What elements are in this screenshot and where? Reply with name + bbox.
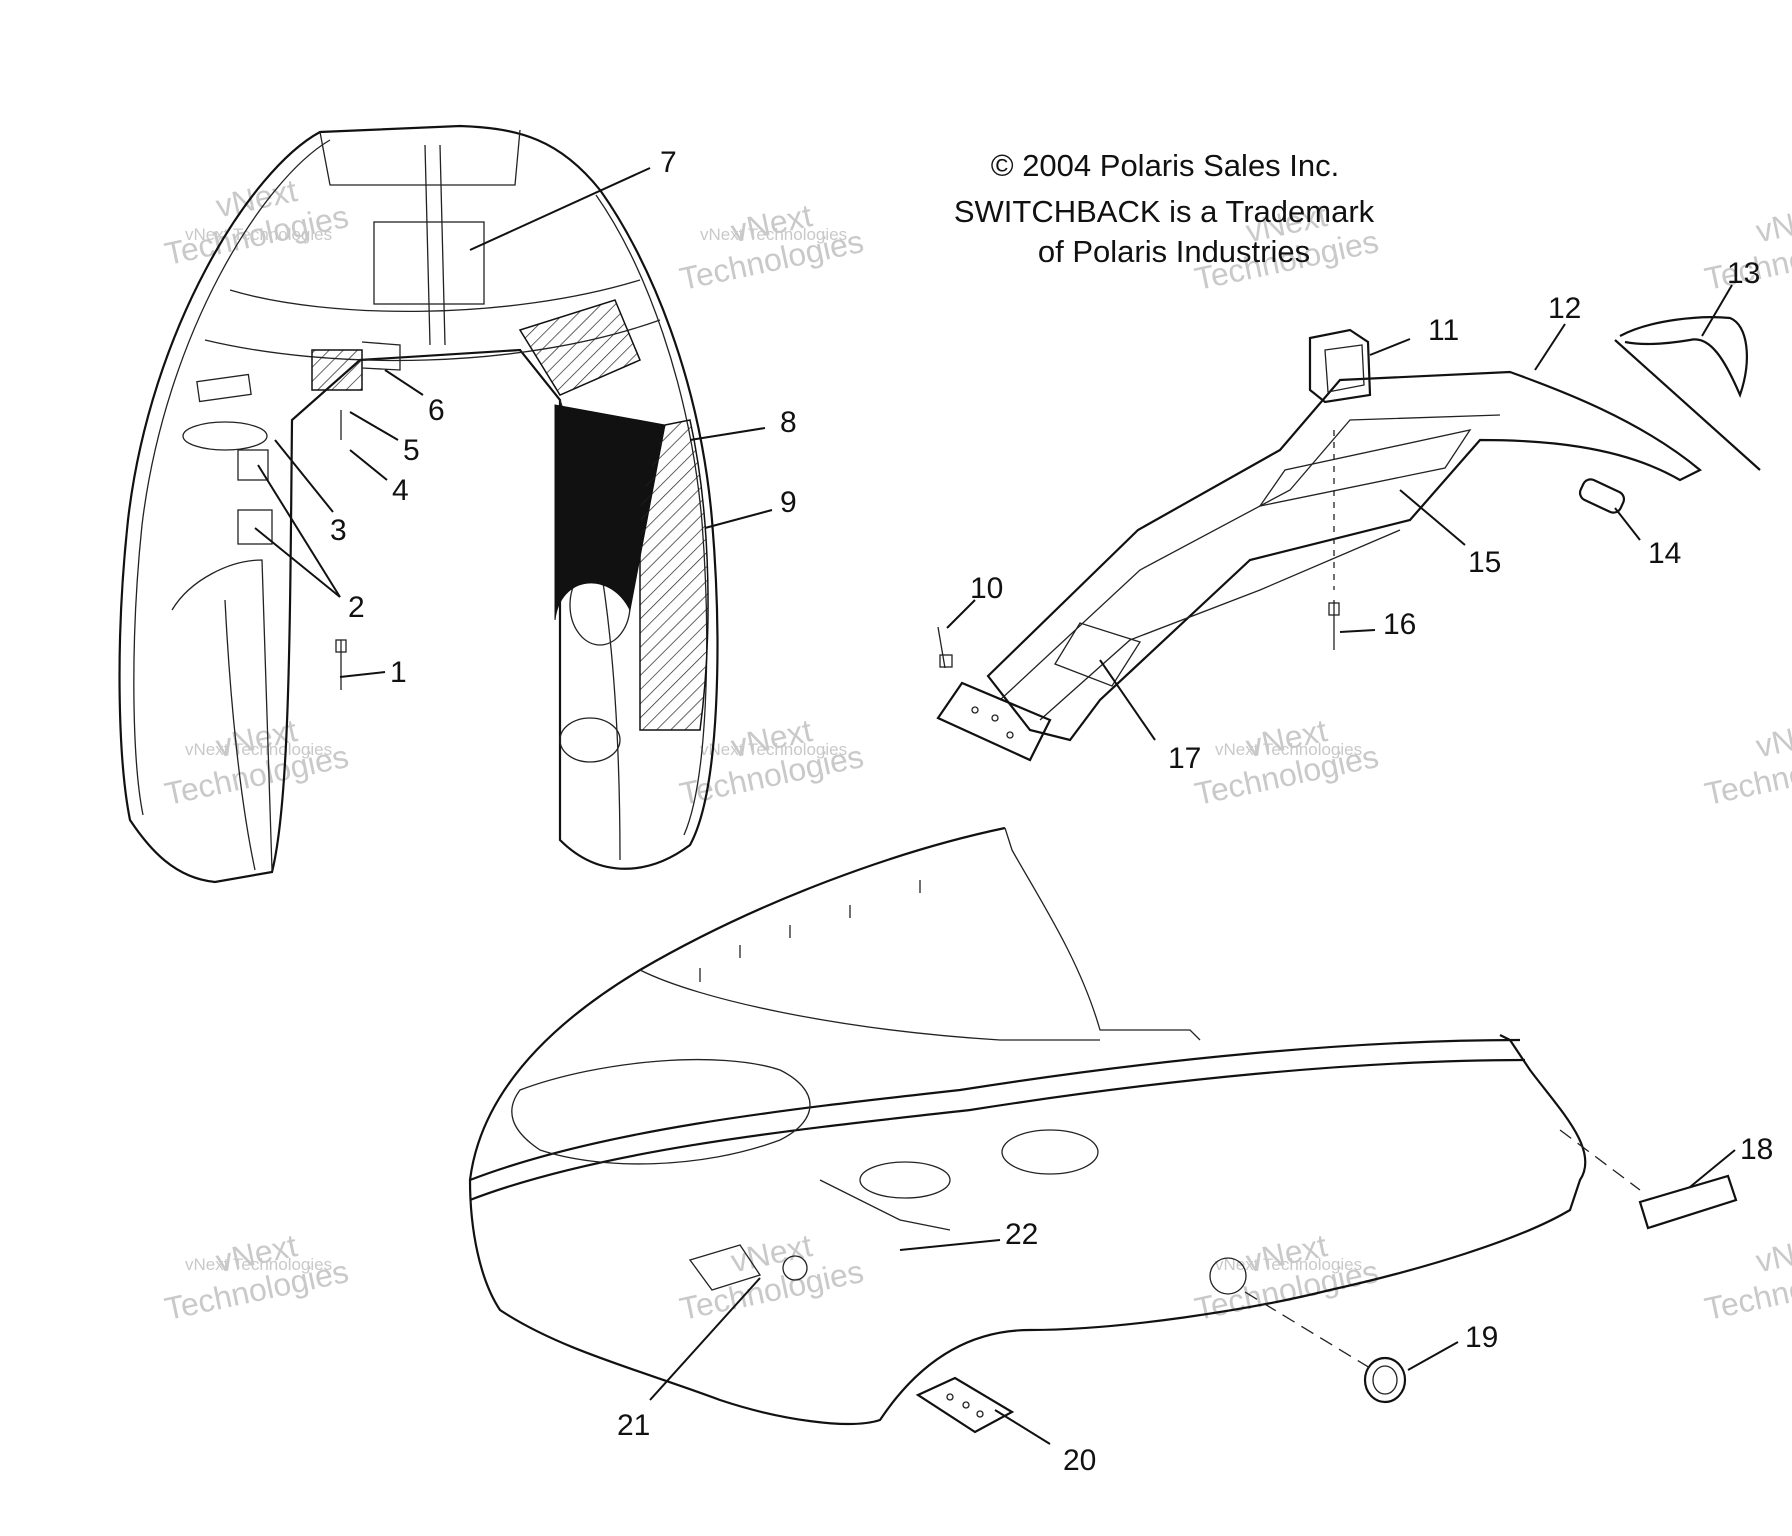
callout-1: 1 [390, 656, 407, 689]
callout-22: 22 [1005, 1218, 1038, 1251]
callout-13: 13 [1727, 257, 1760, 290]
callout-18: 18 [1740, 1133, 1773, 1166]
pad-9 [639, 419, 709, 731]
callout-16: 16 [1383, 608, 1416, 641]
watermark: vNext Technologies [161, 172, 351, 272]
hood-underside-view [118, 124, 719, 884]
callout-8: 8 [780, 406, 797, 439]
callout-5: 5 [403, 434, 420, 467]
callout-14: 14 [1648, 537, 1681, 570]
watermark: vNext Technologies [1191, 197, 1381, 297]
callout-11: 11 [1428, 314, 1459, 347]
copyright-notice: © 2004 Polaris Sales Inc. SWITCHBACK is … [954, 148, 1375, 269]
hood-panel-hatched [518, 299, 641, 396]
watermark: vNext Technologies [700, 740, 847, 759]
callout-2: 2 [348, 591, 365, 624]
hood-rack-view [936, 316, 1761, 762]
watermark: vNext Technologies [1215, 740, 1362, 759]
callout-20: 20 [1063, 1444, 1096, 1477]
callout-9: 9 [780, 486, 797, 519]
callout-21: 21 [617, 1409, 650, 1442]
callout-4: 4 [392, 474, 409, 507]
watermark: vNext Technologies [185, 740, 332, 759]
callout-3: 3 [330, 514, 347, 547]
watermark: vNext Technologies [185, 1255, 332, 1274]
trademark-line-2: of Polaris Industries [1038, 234, 1310, 269]
watermark: vNext Technologies [1215, 1255, 1362, 1274]
hood-side-view [468, 826, 1738, 1434]
bracket-6 [311, 349, 363, 391]
leader-lines [254, 167, 1736, 1445]
svg-text:vNext: vNext [1753, 712, 1792, 764]
callout-7: 7 [660, 146, 677, 179]
svg-text:vNext: vNext [1753, 1227, 1792, 1279]
callout-6: 6 [428, 394, 445, 427]
callout-10: 10 [970, 572, 1003, 605]
trademark-line-1: SWITCHBACK is a Trademark [954, 194, 1375, 229]
callout-numbers: 1 2 3 4 5 6 7 8 9 10 11 12 13 14 15 16 1… [330, 146, 1773, 1477]
watermark: vNext Technologies [700, 225, 847, 244]
watermark: vNext Technologies [1701, 1227, 1792, 1327]
watermark: vNext Technologies [185, 225, 332, 244]
copyright-line: © 2004 Polaris Sales Inc. [991, 148, 1340, 183]
callout-15: 15 [1468, 546, 1501, 579]
pad-8 [554, 404, 666, 621]
callout-12: 12 [1548, 292, 1581, 325]
watermark-layer: vNext Technologies vNext Technologies vN… [161, 172, 1792, 1327]
watermark: vNext Technologies [1701, 712, 1792, 812]
svg-text:vNext: vNext [1753, 197, 1792, 249]
callout-19: 19 [1465, 1321, 1498, 1354]
callout-17: 17 [1168, 742, 1201, 775]
